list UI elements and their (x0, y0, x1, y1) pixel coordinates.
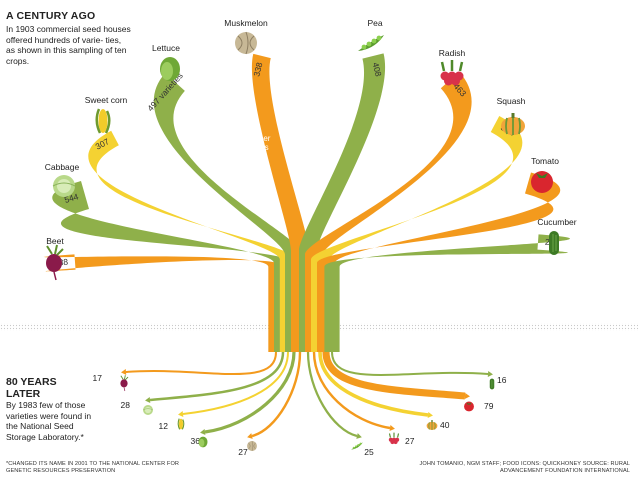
cucumber-icon (549, 231, 559, 255)
flow-arrow (356, 433, 362, 439)
flow-1983-radish (312, 351, 391, 430)
lettuce-icon (198, 436, 208, 448)
muskmelon-icon (235, 31, 257, 55)
band-1903-cabbage (52, 181, 292, 352)
band-1903-beet (43, 254, 284, 352)
crop-name: Muskmelon (224, 18, 268, 28)
later-heading: 80 YEARS LATER (6, 376, 57, 400)
flow-1983-beet (125, 351, 277, 375)
crop-name: Cabbage (45, 162, 80, 172)
cucumber-icon (489, 378, 495, 390)
flow-1983-muskmelon (251, 351, 302, 438)
count-1983: 17 (93, 373, 103, 383)
crop-name: Tomato (531, 156, 559, 166)
flow-1983-tomato (322, 351, 466, 400)
muskmelon-icon (247, 440, 257, 452)
flow-arrow (247, 433, 253, 439)
count-1983: 27 (238, 447, 248, 457)
radish-icon (440, 60, 464, 86)
flow-arrow (487, 371, 493, 377)
band-value-label: 338 (251, 61, 264, 77)
flow-arrow (389, 425, 395, 431)
crop-name: Squash (497, 96, 526, 106)
pea-icon (358, 35, 384, 51)
squash-icon (426, 420, 438, 430)
credits: JOHN TOMANIO, NGM STAFF; FOOD ICONS: QUI… (419, 461, 630, 474)
tomato-icon (531, 171, 553, 193)
lettuce-icon (160, 57, 180, 81)
squash-icon (501, 113, 525, 135)
count-1983: 25 (364, 447, 374, 457)
flow-1983-squash (318, 351, 429, 417)
pea-icon (351, 442, 363, 450)
count-1983: 28 (121, 400, 131, 410)
flow-1983-pea (306, 351, 358, 438)
flow-arrow (464, 393, 470, 399)
band-1903-pea (299, 53, 386, 352)
band-layer (43, 53, 570, 439)
crop-name: Pea (367, 18, 382, 28)
band-1903-muskmelon (251, 53, 309, 352)
flow-arrow (145, 397, 151, 403)
band-1903-cucumber (324, 234, 570, 352)
beet-icon (120, 375, 129, 392)
crop-name: Beet (46, 236, 64, 246)
band-1903-sweet-corn (88, 130, 297, 352)
flow-1983-cabbage (149, 351, 285, 402)
band-value-label: 408 (371, 61, 384, 77)
flow-arrow (427, 412, 433, 418)
corn-icon (95, 108, 111, 134)
intro-heading: A CENTURY AGO (6, 10, 96, 22)
footnote: *CHANGED ITS NAME IN 2001 TO THE NATIONA… (6, 461, 180, 474)
cabbage-icon (52, 175, 76, 197)
band-1903-lettuce (153, 73, 303, 352)
flow-arrow (121, 369, 127, 375)
crop-name: Lettuce (152, 43, 180, 53)
count-1983: 79 (484, 401, 494, 411)
count-1983: 40 (440, 420, 450, 430)
later-text: By 1983 few of those varieties were foun… (6, 400, 92, 442)
flow-1983-cucumber (331, 351, 489, 376)
flow-1983-sweet-corn (182, 351, 289, 415)
crop-name: Sweet corn (85, 95, 128, 105)
crop-name: Cucumber (537, 217, 576, 227)
count-1983: 27 (405, 436, 415, 446)
corn-icon (177, 418, 185, 430)
cabbage-icon (142, 405, 154, 415)
flow-arrow (200, 429, 206, 435)
beet-icon (46, 244, 64, 281)
count-1983: 16 (497, 375, 507, 385)
count-1983: 36 (191, 436, 201, 446)
flow-arrow (178, 411, 184, 417)
intro-text: In 1903 commercial seed houses offered h… (6, 24, 131, 66)
flow-1983-lettuce (204, 351, 296, 434)
count-1983: 12 (159, 421, 169, 431)
crop-name: Radish (439, 48, 466, 58)
radish-icon (388, 432, 400, 445)
tomato-icon (464, 401, 474, 412)
